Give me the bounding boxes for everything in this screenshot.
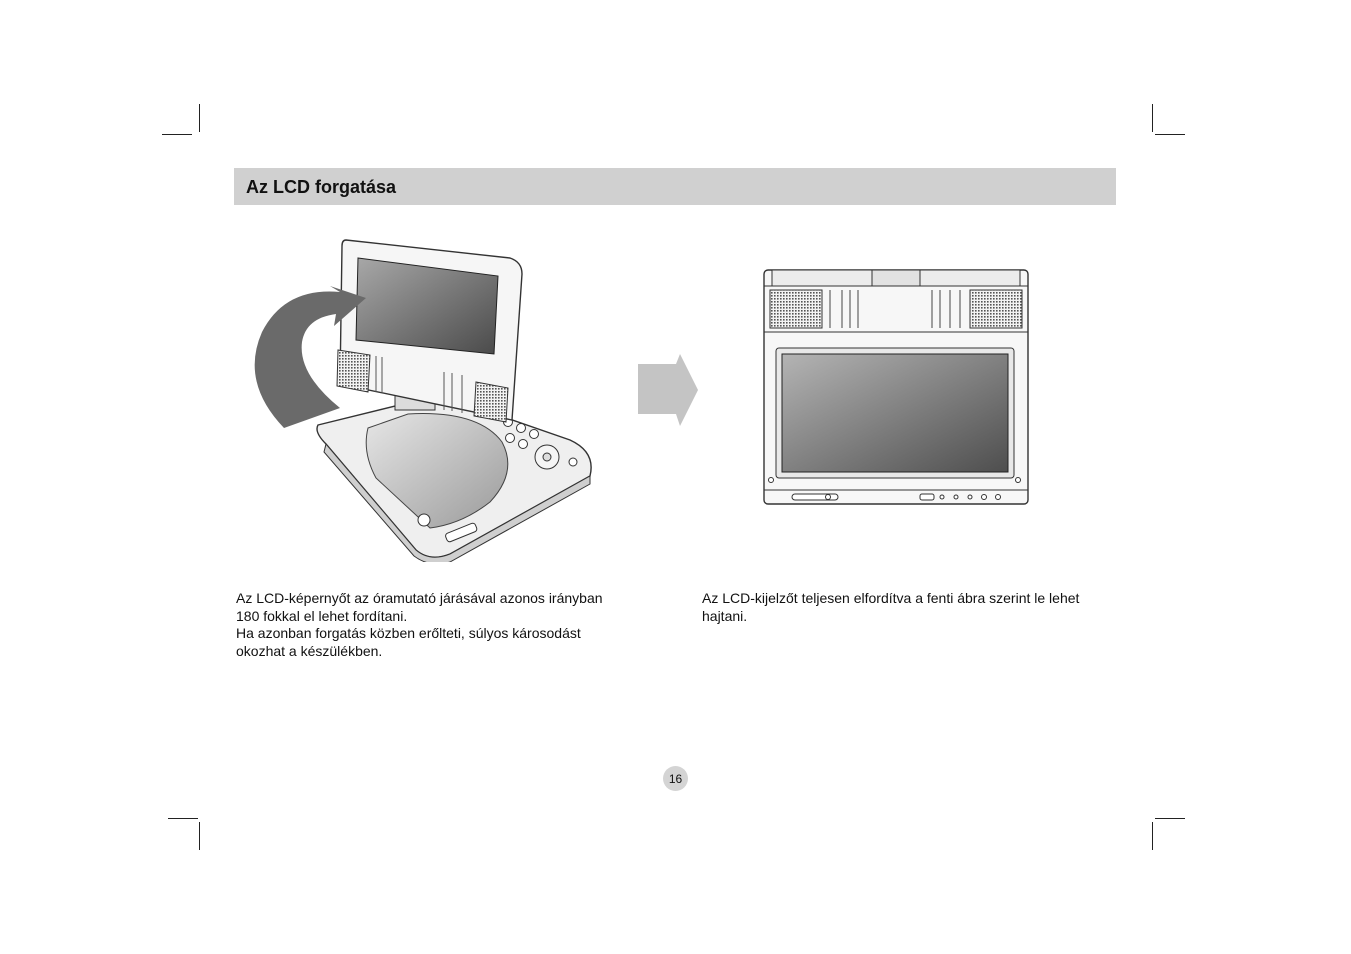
panel-lines <box>829 290 961 328</box>
text-line: Ha azonban forgatás közben erőlteti, súl… <box>236 625 581 641</box>
lid-tab <box>771 269 873 287</box>
lid-tab <box>871 269 921 287</box>
speaker-grill <box>969 289 1023 329</box>
player-base-edge <box>323 442 591 565</box>
section-header: Az LCD forgatása <box>234 168 1116 205</box>
left-description: Az LCD-képernyőt az óramutató járásával … <box>236 590 656 660</box>
text-line: okozhat a készülékben. <box>236 642 383 659</box>
text-line: Az LCD-képernyőt az óramutató járásával … <box>236 590 603 606</box>
crop-mark <box>199 822 200 850</box>
text-line: hajtani. <box>702 607 748 624</box>
right-description: Az LCD-kijelzőt teljesen elfordítva a fe… <box>702 590 1116 625</box>
dvd-player-rotating-lcd-illustration <box>240 232 600 565</box>
text-line: Az LCD-kijelzőt teljesen elfordítva a fe… <box>702 590 1080 606</box>
front-button <box>417 513 431 527</box>
right-arrow-icon <box>636 354 700 426</box>
control-button-dot <box>568 457 578 467</box>
speaker-grill <box>473 381 509 423</box>
front-slot <box>445 522 478 543</box>
text-line: 180 fokkal el lehet fordítani. <box>236 607 408 624</box>
panel-lines <box>375 356 463 413</box>
control-button-dot <box>518 439 528 449</box>
disc-lid <box>365 413 509 529</box>
crop-mark <box>199 104 200 132</box>
dvd-player-folded-lcd-illustration <box>762 268 1030 508</box>
control-button-dot <box>529 429 539 439</box>
lid-tab <box>919 269 1021 287</box>
speaker-grill <box>769 289 823 329</box>
right-arrow-svg <box>638 354 698 426</box>
crop-mark <box>1152 822 1153 850</box>
page-number: 16 <box>663 766 688 791</box>
speaker-grill <box>336 349 371 393</box>
lcd-screen <box>355 257 499 355</box>
control-button-dot <box>505 433 515 443</box>
crop-mark <box>168 818 198 819</box>
folded-illustration-svg <box>763 269 1029 505</box>
crop-mark <box>1152 104 1153 132</box>
control-button-dot <box>516 423 526 433</box>
control-slider <box>791 493 839 501</box>
control-switch <box>919 493 935 501</box>
crop-mark <box>1155 134 1185 135</box>
crop-mark <box>1155 818 1185 819</box>
rotation-arrow-icon <box>254 286 366 428</box>
section-title: Az LCD forgatása <box>246 177 397 197</box>
crop-mark <box>162 134 192 135</box>
rotation-illustration-svg <box>254 239 592 565</box>
navigation-pad-center <box>542 452 552 462</box>
lcd-screen <box>781 353 1009 473</box>
